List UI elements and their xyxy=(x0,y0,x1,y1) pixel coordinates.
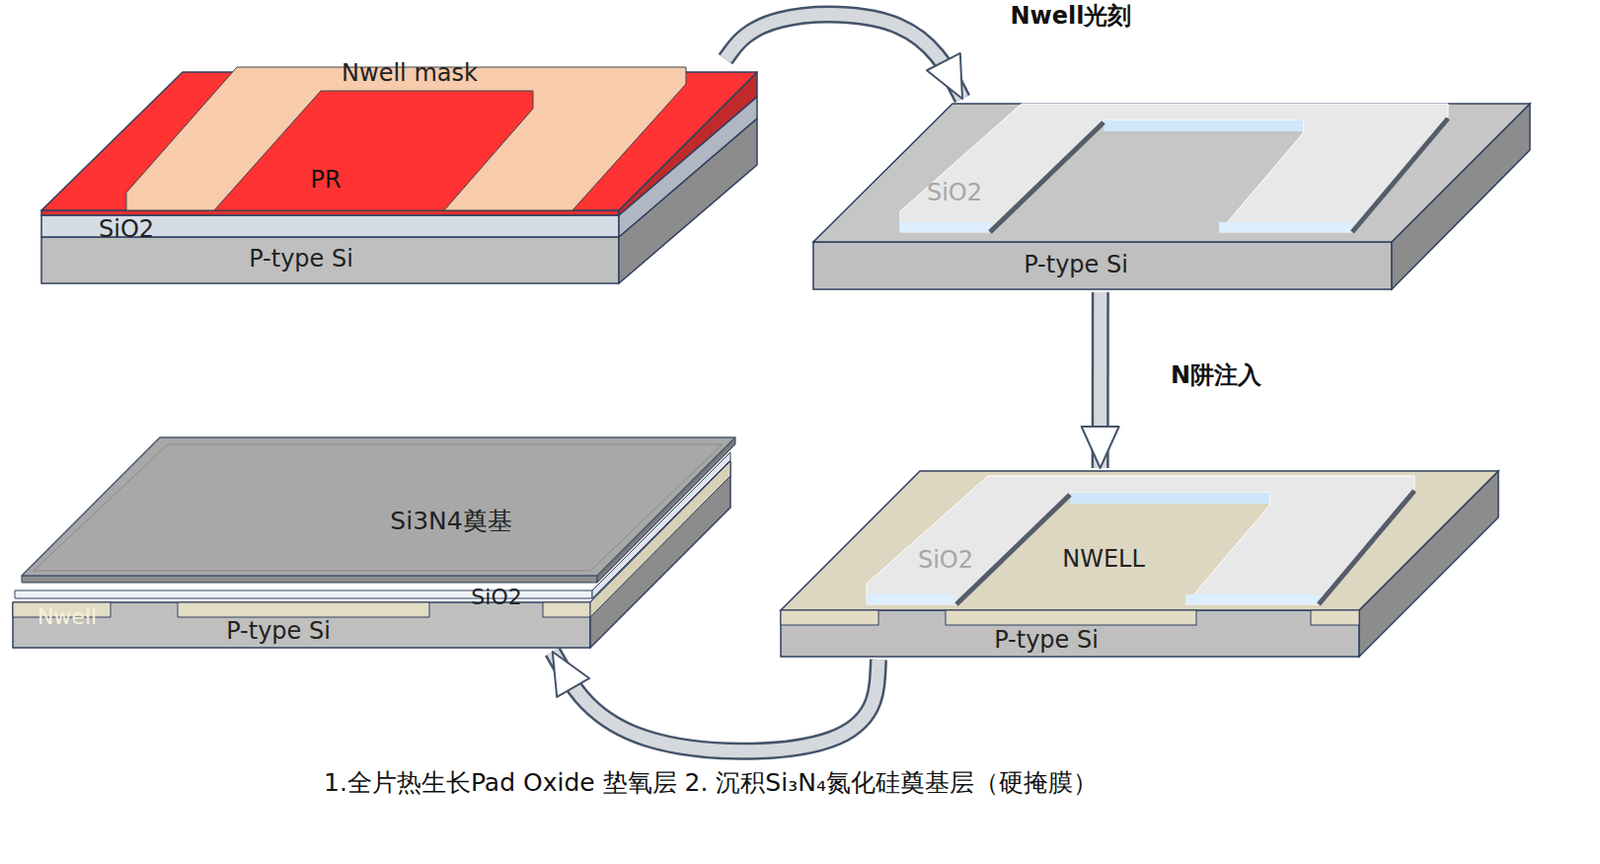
layer-label: Nwell mask xyxy=(341,60,478,88)
layer-label: SiO2 xyxy=(98,216,154,244)
nwell-mask xyxy=(126,67,686,211)
process-arrow-group xyxy=(552,651,879,752)
nitride-top xyxy=(21,437,736,576)
silicon-top xyxy=(813,103,1530,242)
process-arrow xyxy=(552,651,879,752)
arrow-head xyxy=(552,651,879,752)
process-step: Si3N4奠基 SiO2NwellP-type Si xyxy=(9,436,737,652)
process-step: SiO2P-type Si xyxy=(811,98,1534,293)
layer-label: NWELL xyxy=(1062,545,1145,574)
layer-label: SiO2 xyxy=(470,584,522,610)
step-label: 1.全片热生长Pad Oxide 垫氧层 2. 沉积Si₃N₄氮化硅奠基层（硬掩… xyxy=(323,767,1098,798)
nitride-highlight xyxy=(33,444,723,571)
layer-label: Nwell xyxy=(37,604,97,629)
nwell-pocket xyxy=(1310,609,1360,625)
process-arrow xyxy=(1091,292,1110,468)
layer-label: PR xyxy=(309,166,341,195)
oxide-pattern xyxy=(866,475,1415,605)
nwell-top xyxy=(780,470,1499,610)
wafer-implanted xyxy=(780,470,1499,657)
nwell-pocket xyxy=(780,609,879,625)
wafer-with-mask xyxy=(41,67,758,284)
arrow-fill xyxy=(552,651,879,752)
arrow-fill xyxy=(725,14,963,99)
nitride-front xyxy=(21,575,598,583)
resist-window xyxy=(214,90,534,211)
step-label: Nwell光刻 xyxy=(1010,1,1133,31)
arrow-head xyxy=(725,14,963,99)
layer-label: P-type Si xyxy=(248,245,354,274)
layer-label: SiO2 xyxy=(926,179,983,208)
layer-label: P-type Si xyxy=(226,617,331,646)
wafer-nitride xyxy=(12,437,736,648)
silicon-front xyxy=(813,241,1392,290)
process-step: Nwell maskPR SiO2P-type Si xyxy=(39,59,761,289)
process-step: SiO2 NWELL P-type Si xyxy=(777,467,1503,660)
layer-label: SiO2 xyxy=(917,546,974,575)
layer-label: Si3N4奠基 xyxy=(389,507,512,536)
silicon-front xyxy=(41,236,619,284)
step-label: N阱注入 xyxy=(1170,361,1262,390)
arrow-fill xyxy=(1093,292,1107,468)
process-arrow-group xyxy=(1099,292,1101,468)
arrow-head xyxy=(1099,292,1101,468)
oxide-pattern xyxy=(900,103,1448,232)
layer-label: P-type Si xyxy=(1023,251,1129,280)
wafer-etched xyxy=(813,103,1530,290)
nwell-pocket xyxy=(542,602,591,617)
process-arrow-group xyxy=(725,14,963,99)
silicon-front xyxy=(780,609,1360,657)
process-arrow xyxy=(725,14,963,99)
layer-label: P-type Si xyxy=(993,626,1099,655)
nwell-pocket xyxy=(177,602,430,617)
nwell-pocket xyxy=(945,609,1197,625)
